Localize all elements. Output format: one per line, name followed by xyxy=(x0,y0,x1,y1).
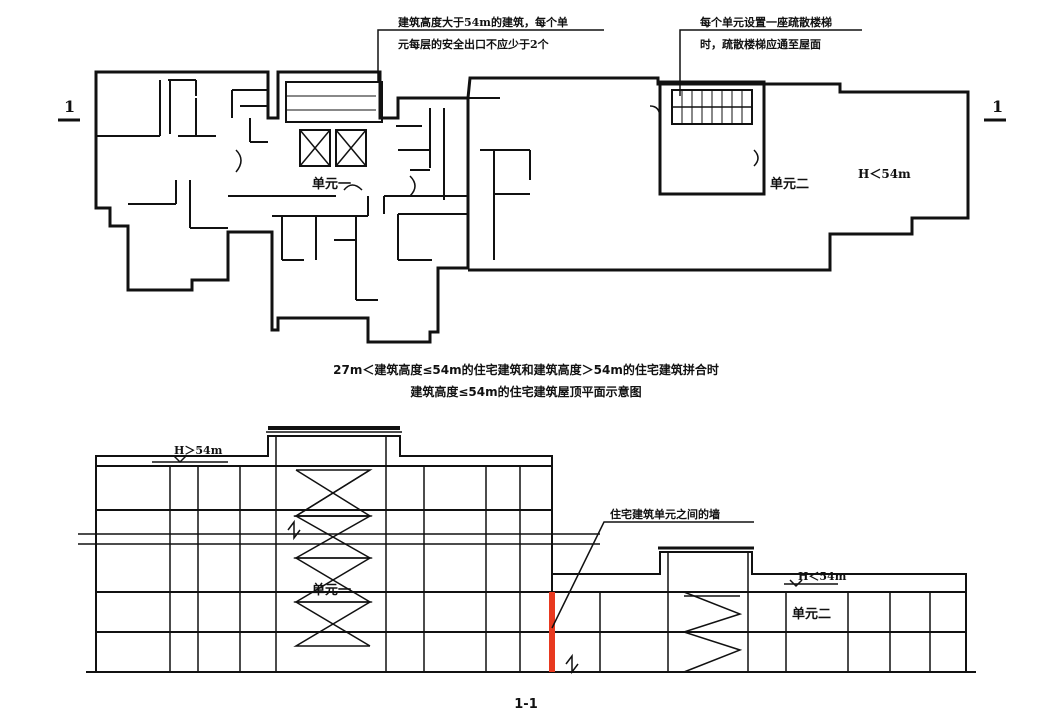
plan-unit-1-label: 单元一 xyxy=(312,176,351,192)
section-height-label-right: H＜54m xyxy=(798,570,847,583)
section-title: 1-1 xyxy=(514,697,538,712)
caption-line-1: 27m＜建筑高度≤54m的住宅建筑和建筑高度＞54m的住宅建筑拼合时 xyxy=(333,362,719,377)
unit-2-outer-wall xyxy=(466,76,970,272)
callout-2-line-1: 每个单元设置一座疏散楼梯 xyxy=(700,15,832,29)
low-building-outline xyxy=(552,551,967,672)
plan-callouts: 建筑高度大于54m的建筑，每个单 元每层的安全出口不应少于2个 每个单元设置一座… xyxy=(377,15,862,96)
section-marker-left: 1 xyxy=(64,97,75,116)
wall-callout-label: 住宅建筑单元之间的墙 xyxy=(610,507,720,521)
unit-1-outer-wall xyxy=(94,70,470,344)
section-drawing xyxy=(78,426,976,675)
section-annotations: H＞54m H＜54m 住宅建筑单元之间的墙 单元一 单元二 1-1 xyxy=(152,444,847,712)
section-markers: 1 1 xyxy=(58,97,1006,122)
caption-line-2: 建筑高度≤54m的住宅建筑屋顶平面示意图 xyxy=(409,384,641,399)
wall-callout-leader xyxy=(551,521,754,629)
section-unit-2-label: 单元二 xyxy=(792,606,831,622)
section-marker-right: 1 xyxy=(992,97,1003,116)
plan-height-label: H＜54m xyxy=(858,167,911,181)
tall-building-outline xyxy=(95,435,553,672)
callout-1-line-2: 元每层的安全出口不应少于2个 xyxy=(398,37,550,51)
callout-1-leader xyxy=(377,29,604,82)
unit-2-stair-core xyxy=(649,80,766,196)
separating-wall-highlight xyxy=(549,592,555,672)
stair-unit-2 xyxy=(681,591,743,673)
callout-2-leader xyxy=(679,29,862,96)
callout-2-line-2: 时，疏散楼梯应通至屋面 xyxy=(700,37,821,51)
scissor-stair-unit-1 xyxy=(293,469,373,647)
section-height-label-left: H＞54m xyxy=(174,444,223,457)
section-unit-1-label: 单元一 xyxy=(312,582,351,598)
plan-unit-2-label: 单元二 xyxy=(770,176,809,192)
unit-1-interior xyxy=(96,79,531,301)
callout-1-line-1: 建筑高度大于54m的建筑，每个单 xyxy=(398,15,568,29)
floor-plan xyxy=(94,70,970,344)
